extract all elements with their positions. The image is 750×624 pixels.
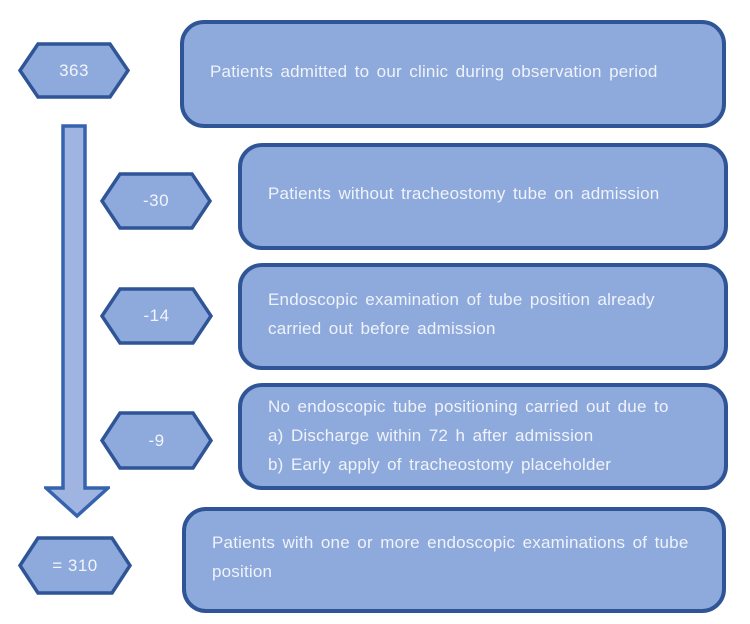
count-badge-minus-9: -9 (100, 411, 213, 470)
step-box-no-tracheostomy: Patients without tracheostomy tube on ad… (238, 143, 728, 250)
hexagon-shape (100, 411, 213, 470)
step-box-text: No endoscopic tube positioning carried o… (268, 392, 669, 479)
step-box-text: Patients without tracheostomy tube on ad… (268, 184, 660, 203)
step-box-admitted: Patients admitted to our clinic during o… (180, 20, 726, 128)
count-badge-total: 363 (18, 42, 130, 99)
hexagon-shape (18, 42, 130, 99)
count-badge-minus-30: -30 (100, 172, 212, 230)
count-badge-label: -14 (143, 306, 170, 325)
count-badge-result: = 310 (18, 536, 132, 595)
count-badge-label: -30 (142, 191, 170, 210)
hexagon-shape (18, 536, 132, 595)
step-box-text: Endoscopic examination of tube position … (268, 289, 655, 338)
step-box-line: b) Early apply of tracheostomy placehold… (268, 455, 612, 474)
step-box-text: Patients with one or more endoscopic exa… (212, 533, 689, 581)
step-box-text: Patients admitted to our clinic during o… (210, 61, 658, 81)
step-box-exam-before-admission: Endoscopic examination of tube position … (238, 263, 728, 370)
count-badge-label: = 310 (52, 555, 98, 575)
count-badge-minus-14: -14 (100, 287, 213, 345)
step-box-line: No endoscopic tube positioning carried o… (268, 397, 669, 416)
step-box-result: Patients with one or more endoscopic exa… (182, 507, 726, 613)
hexagon-shape (100, 287, 213, 345)
hexagon-shape (100, 172, 212, 230)
count-badge-label: 363 (59, 60, 89, 80)
step-box-line: a) Discharge within 72 h after admission (268, 426, 594, 445)
count-badge-label: -9 (148, 430, 165, 450)
step-box-no-positioning: No endoscopic tube positioning carried o… (238, 383, 728, 490)
down-arrow-icon (44, 124, 110, 519)
